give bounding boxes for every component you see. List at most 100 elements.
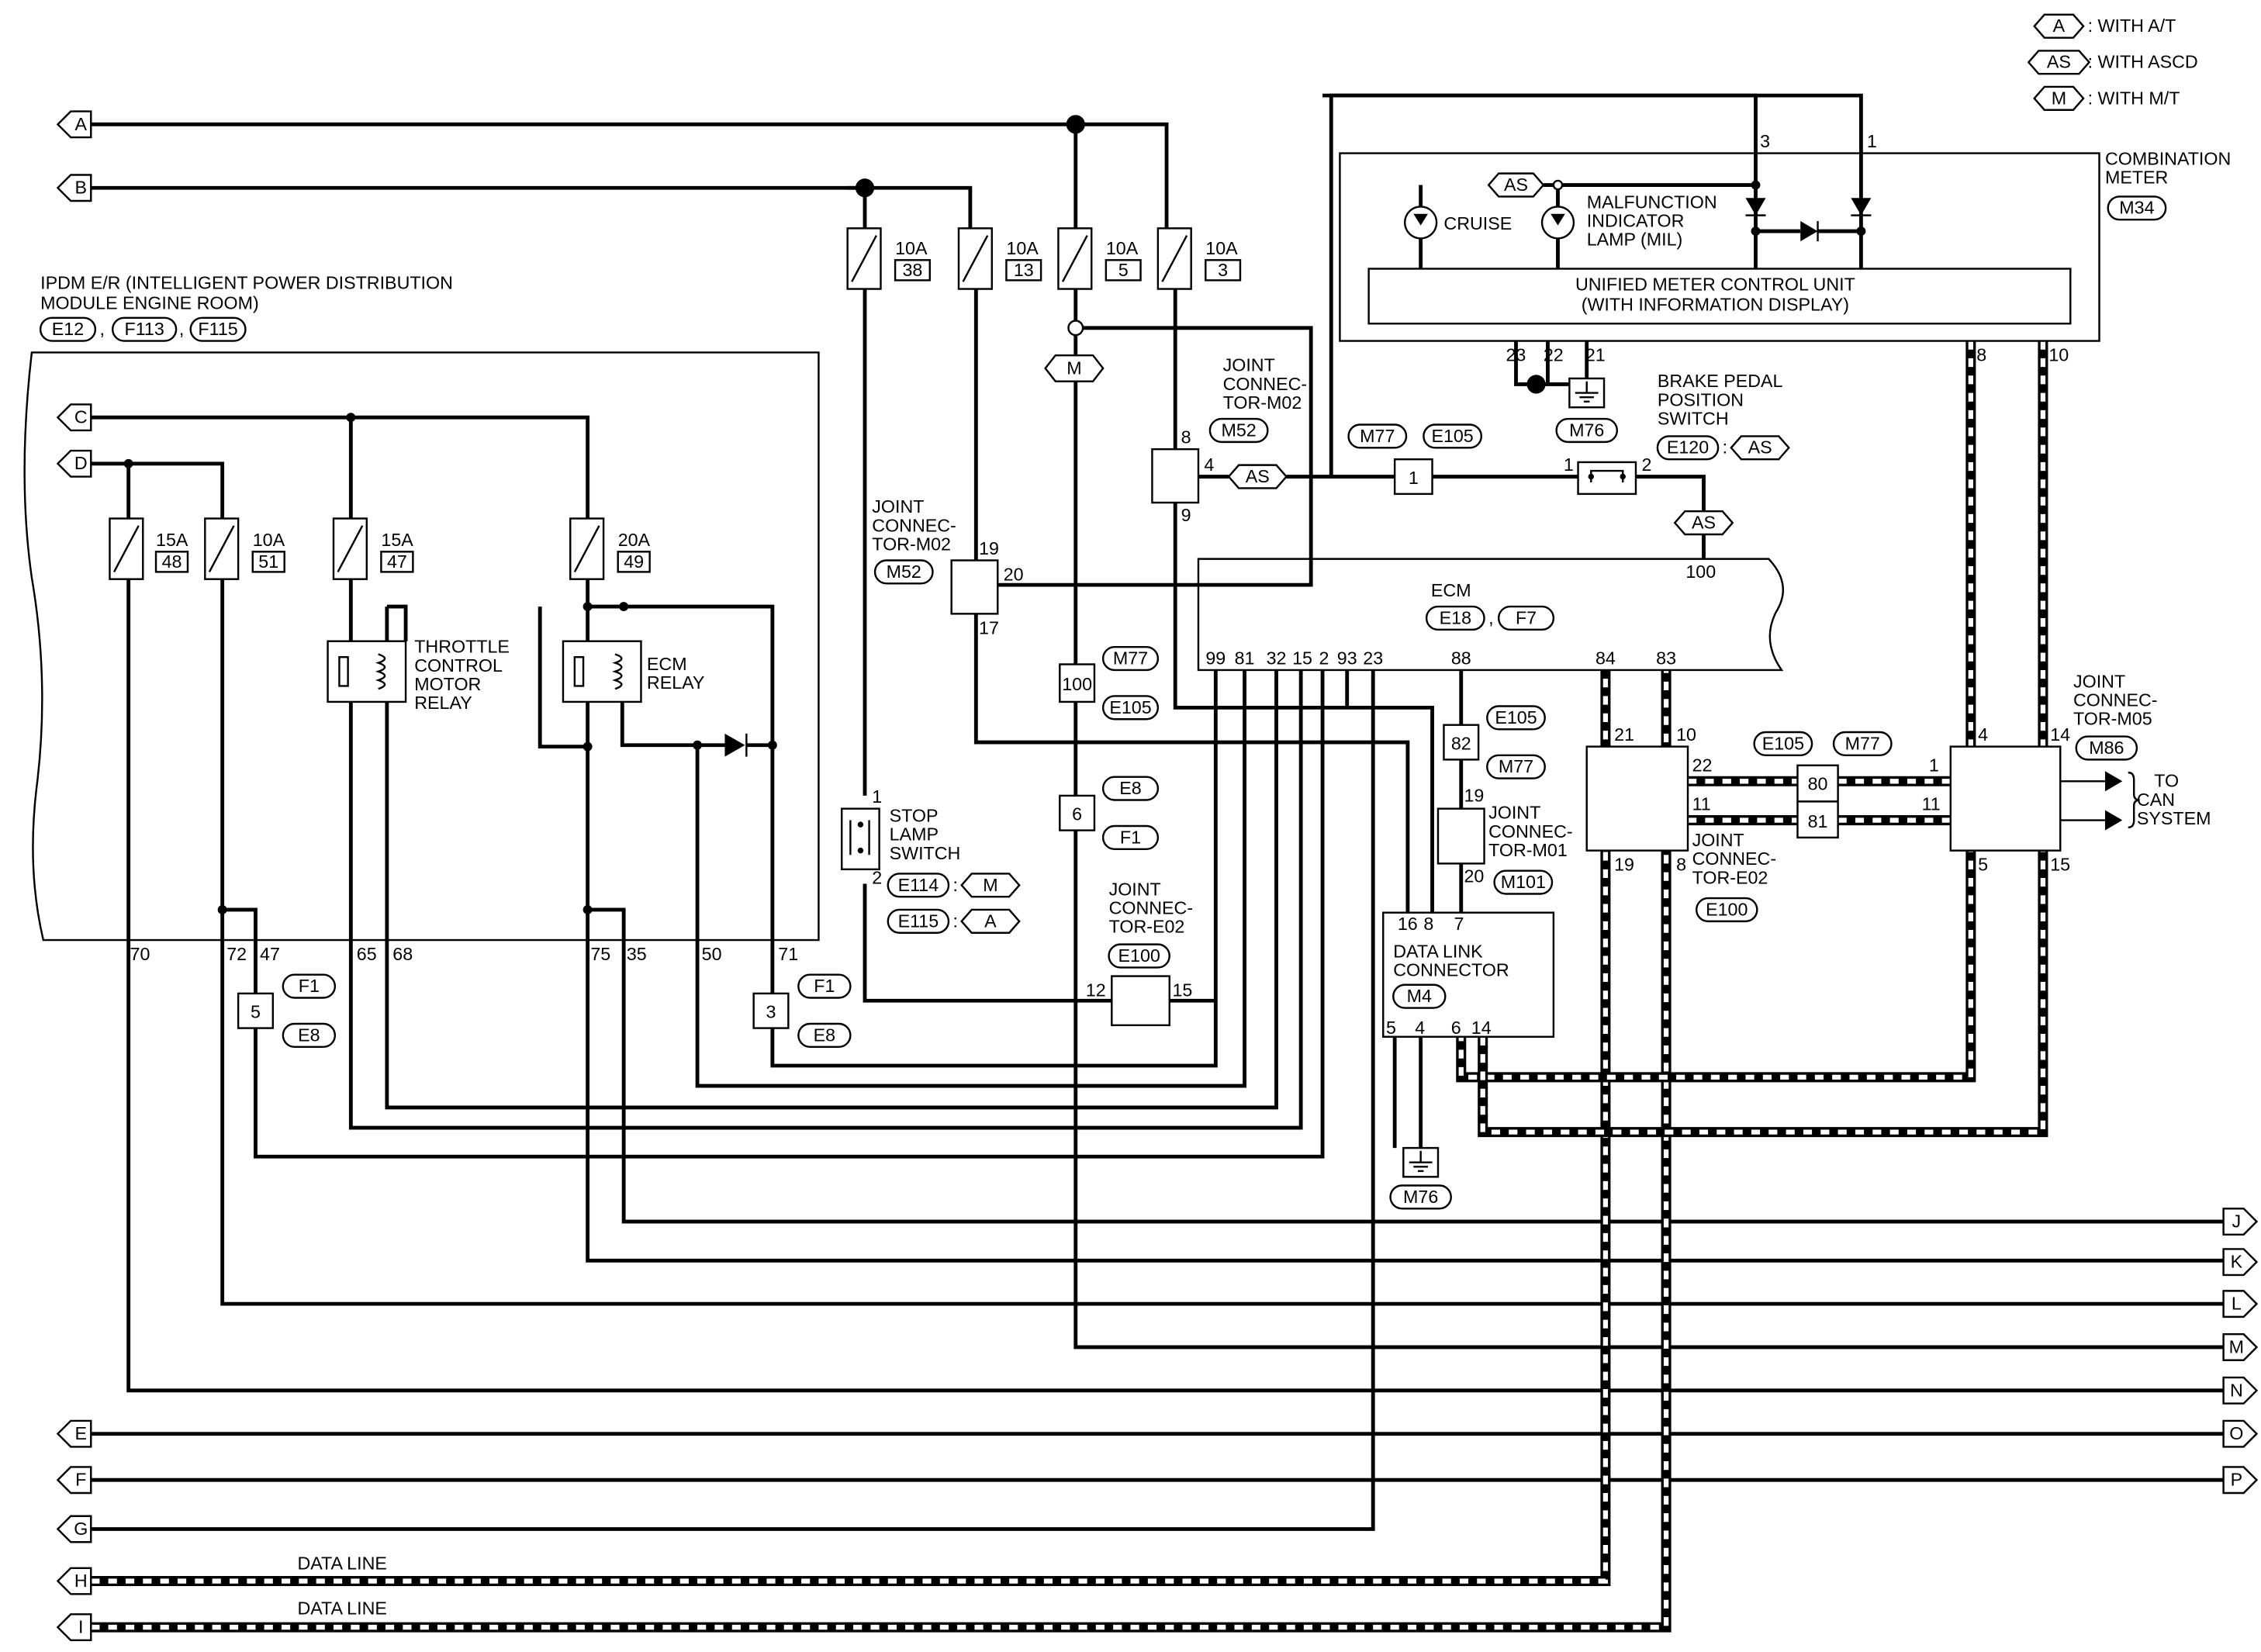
left-ports: A B C D E F G H I [56, 110, 92, 1642]
svg-text:88: 88 [1451, 648, 1471, 669]
wire [91, 669, 1375, 1531]
port-m-label: M [2229, 1336, 2244, 1357]
svg-text:A: A [2053, 16, 2066, 36]
junction-dot [1751, 226, 1761, 237]
svg-text:JOINT: JOINT [2073, 671, 2125, 691]
svg-text:E114: E114 [898, 875, 939, 895]
wire-layer [91, 93, 2224, 1633]
svg-text:UNIFIED METER CONTROL UNIT: UNIFIED METER CONTROL UNIT [1575, 274, 1855, 294]
port-c-label: C [74, 407, 88, 427]
junction-dot [1856, 226, 1866, 237]
svg-text:M86: M86 [2089, 738, 2124, 758]
ground-icon: M76 [1389, 1146, 1452, 1210]
wire [973, 613, 1410, 913]
junction-dot [619, 602, 629, 612]
svg-text:JOINT: JOINT [1692, 830, 1744, 850]
svg-text:20A: 20A [618, 530, 651, 550]
svg-text:M76: M76 [1569, 420, 1604, 440]
junction-dot [583, 905, 593, 914]
svg-text:99: 99 [1205, 648, 1226, 669]
splice-option-m: M [1067, 358, 1081, 378]
svg-text:68: 68 [392, 944, 413, 964]
svg-text:JOINT: JOINT [872, 496, 924, 517]
inline-connector-1: 1 M77 E105 [1347, 423, 1483, 496]
svg-text:2: 2 [872, 867, 882, 887]
svg-text:M52: M52 [1221, 420, 1256, 440]
svg-text:THROTTLE: THROTTLE [414, 637, 510, 657]
svg-text:5: 5 [251, 1002, 261, 1022]
svg-text:100: 100 [1685, 562, 1716, 582]
svg-text:10A: 10A [1106, 238, 1139, 258]
svg-text:38: 38 [902, 260, 922, 280]
svg-text:M77: M77 [1499, 756, 1533, 776]
svg-text:TO: TO [2154, 771, 2179, 791]
svg-text:72: 72 [226, 944, 247, 964]
wire [348, 669, 1303, 1130]
svg-text:83: 83 [1656, 648, 1676, 669]
wire [126, 579, 2224, 1393]
svg-text:2: 2 [1319, 648, 1329, 669]
wire [620, 701, 725, 748]
svg-text:2: 2 [1641, 454, 1651, 475]
svg-text:CRUISE: CRUISE [1443, 213, 1512, 233]
svg-text:16: 16 [1398, 914, 1418, 934]
svg-text:65: 65 [357, 944, 377, 964]
svg-text:84: 84 [1595, 648, 1616, 669]
svg-text:METER: METER [2105, 168, 2168, 188]
svg-text:11: 11 [1692, 794, 1711, 814]
svg-text:75: 75 [590, 944, 610, 964]
wire [538, 607, 588, 749]
svg-text:LAMP (MIL): LAMP (MIL) [1587, 230, 1683, 250]
port-f-label: F [75, 1470, 86, 1490]
junction-dot [346, 413, 356, 423]
wire [770, 669, 1218, 1068]
svg-text:M4: M4 [1407, 986, 1432, 1006]
svg-text:5: 5 [1118, 260, 1129, 280]
svg-text:10A: 10A [253, 530, 285, 550]
can-line [91, 669, 1669, 1630]
svg-text:1: 1 [1409, 468, 1419, 488]
svg-text:M52: M52 [887, 562, 921, 582]
svg-text:AS: AS [1692, 513, 1716, 533]
svg-text:15A: 15A [381, 530, 413, 550]
svg-text:E12: E12 [52, 319, 84, 339]
svg-text:SWITCH: SWITCH [1658, 409, 1729, 429]
svg-text:8: 8 [1976, 345, 1986, 365]
svg-text::: : [953, 911, 958, 931]
data-line-label-i: DATA LINE [297, 1598, 386, 1618]
svg-text:9: 9 [1181, 505, 1191, 525]
svg-text:MOTOR: MOTOR [414, 674, 481, 694]
svg-text:LAMP: LAMP [890, 824, 939, 845]
svg-text:TOR-M02: TOR-M02 [872, 534, 951, 554]
svg-text:RELAY: RELAY [414, 693, 472, 713]
wire [91, 185, 973, 229]
open-splice [1067, 320, 1084, 337]
svg-text:22: 22 [1544, 345, 1564, 365]
svg-text:COMBINATION: COMBINATION [2105, 148, 2231, 168]
svg-text:E105: E105 [1762, 733, 1804, 753]
svg-text:80: 80 [1808, 773, 1828, 793]
svg-text:E8: E8 [814, 1025, 835, 1045]
wire [587, 604, 775, 994]
wire [1322, 93, 1863, 154]
svg-text:M77: M77 [1113, 648, 1148, 669]
svg-text:4: 4 [1204, 454, 1214, 475]
svg-text:: WITH M/T: : WITH M/T [2088, 88, 2180, 108]
wire [254, 669, 1325, 1159]
svg-text:3: 3 [766, 1002, 776, 1022]
svg-text:E105: E105 [1431, 426, 1473, 446]
svg-text:14: 14 [1471, 1018, 1492, 1038]
junction-dot [583, 602, 593, 612]
svg-text:AS: AS [1504, 175, 1528, 195]
svg-text:F113: F113 [125, 319, 164, 339]
can-line [91, 669, 1609, 1584]
svg-text:,: , [99, 319, 104, 339]
can-line [1478, 340, 2048, 1138]
svg-text:19: 19 [1614, 855, 1634, 875]
svg-text:19: 19 [1464, 785, 1484, 805]
wire [695, 669, 1246, 1088]
